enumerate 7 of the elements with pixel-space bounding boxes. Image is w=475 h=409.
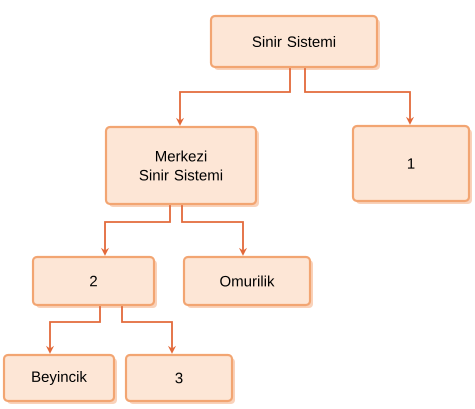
concept-box: 3 bbox=[124, 354, 235, 404]
concept-box: Merkezi Sinir Sistemi bbox=[104, 126, 259, 207]
concept-box: Sinir Sistemi bbox=[210, 14, 380, 70]
concept-box: Beyincik bbox=[2, 354, 117, 404]
concept-box: Omurilik bbox=[182, 256, 313, 308]
concept-box: 1 bbox=[352, 124, 472, 204]
concept-box: 2 bbox=[32, 256, 157, 308]
